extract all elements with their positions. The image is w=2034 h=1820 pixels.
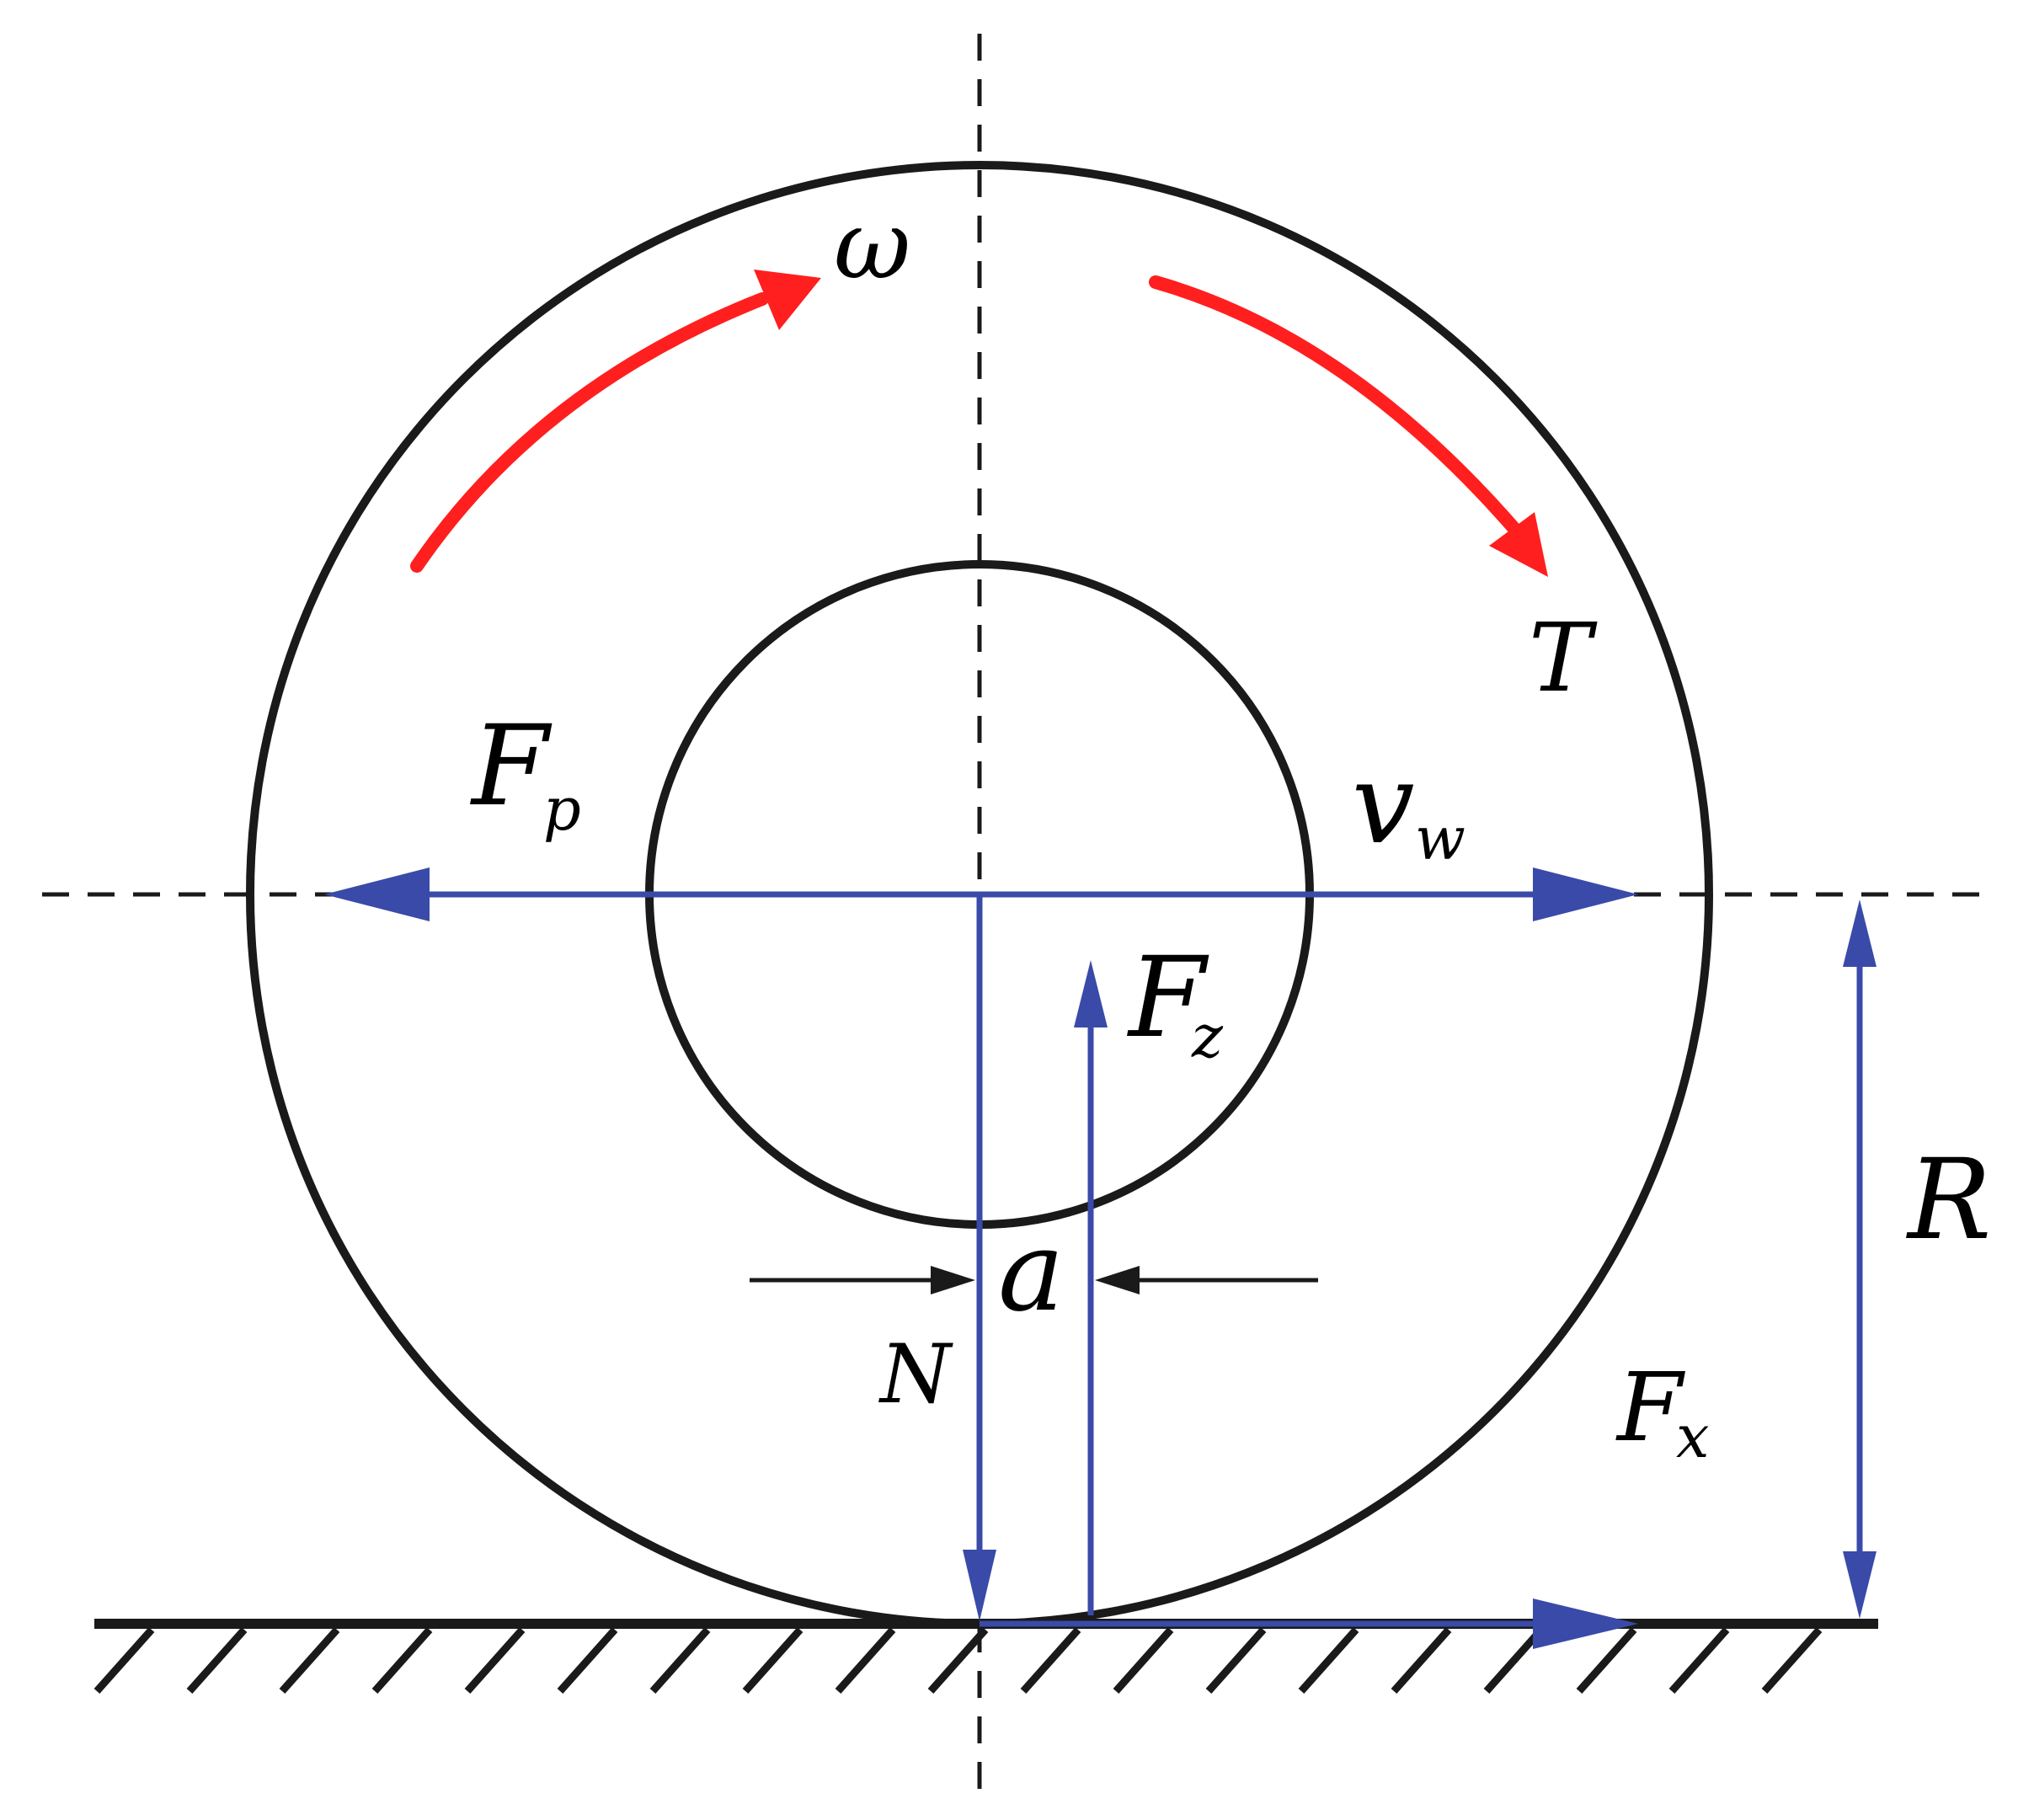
omega-label: ω [834, 191, 910, 301]
vw-arrowhead [1533, 867, 1638, 921]
fx-arrowhead [1533, 1599, 1638, 1649]
fx-label: F x [1615, 1353, 1709, 1471]
fp-arrowhead [324, 867, 430, 921]
vw-label-main: v [1352, 739, 1415, 869]
force-arrows [324, 867, 1877, 1649]
r-arrowhead-top [1843, 899, 1877, 967]
omega-rotation-arrow [410, 292, 769, 573]
vw-label: v w [1352, 739, 1465, 873]
fz-label-main: F [1127, 933, 1209, 1063]
fx-label-sub: x [1676, 1402, 1709, 1471]
fx-label-main: F [1615, 1353, 1685, 1463]
fz-label: F z [1127, 933, 1224, 1071]
fp-label-sub: p [543, 775, 581, 844]
a-offset-arrows [750, 1266, 1318, 1294]
fz-arrowhead [1074, 960, 1108, 1027]
fz-label-sub: z [1191, 1002, 1224, 1071]
torque-rotation-arrow [1149, 275, 1523, 537]
n-arrowhead [963, 1550, 996, 1621]
vw-label-sub: w [1415, 804, 1465, 873]
a-label: a [998, 1207, 1065, 1337]
fp-label: F p [470, 702, 581, 844]
omega-arrowhead [754, 270, 821, 330]
r-label: R [1906, 1135, 1991, 1265]
ground-hatching [93, 1627, 1823, 1694]
torque-arrowhead [1489, 512, 1548, 577]
torque-label: T [1529, 604, 1598, 713]
n-label: N [878, 1327, 953, 1422]
r-arrowhead-bottom [1843, 1551, 1877, 1619]
fp-label-main: F [470, 702, 553, 831]
